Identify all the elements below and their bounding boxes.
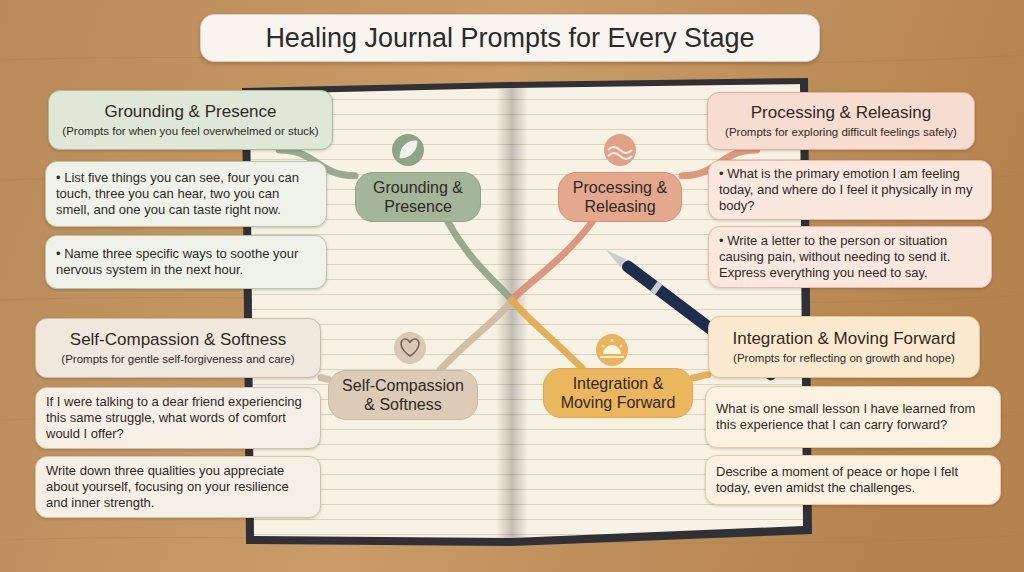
category-subtitle: (Prompts for exploring difficult feeling… — [714, 125, 968, 139]
sun-icon — [596, 334, 628, 366]
category-header-box: Grounding & Presence (Prompts for when yo… — [48, 90, 333, 150]
category-heading: Grounding & Presence — [55, 102, 326, 122]
prompt-text: Write down three qualities you appreciat… — [46, 463, 310, 511]
prompt-box: • Write a letter to the person or situat… — [708, 226, 992, 288]
ribbon-stubs — [440, 222, 592, 370]
prompt-text: • List five things you can see, four you… — [56, 170, 316, 218]
prompt-box: What is one small lesson I have learned … — [705, 386, 1001, 448]
category-header-box: Integration & Moving Forward (Prompts for… — [708, 316, 980, 378]
prompt-text: • Write a letter to the person or situat… — [719, 233, 981, 281]
ribbon-connector — [321, 378, 328, 379]
category-heading: Integration & Moving Forward — [715, 329, 973, 349]
prompt-text: • What is the primary emotion I am feeli… — [719, 166, 981, 214]
stage-label: Self-Compassion & Softness — [328, 370, 478, 420]
prompt-box: • List five things you can see, four you… — [45, 161, 327, 227]
prompt-text: Describe a moment of peace or hope I fel… — [716, 464, 990, 496]
category-header-box: Self-Compassion & Softness (Prompts for g… — [35, 318, 321, 378]
stage-label: Processing & Releasing — [558, 172, 682, 222]
stage-label: Grounding & Presence — [355, 172, 481, 222]
ribbon-connector — [693, 375, 708, 378]
heart-icon — [394, 332, 426, 364]
stage-name: Grounding & Presence — [362, 178, 474, 216]
prompt-text: If I were talking to a dear friend exper… — [46, 394, 310, 442]
category-subtitle: (Prompts for gentle self-forgiveness and… — [42, 352, 314, 366]
wave-icon — [604, 134, 636, 166]
category-subtitle: (Prompts for when you feel overwhelmed o… — [55, 124, 326, 138]
category-header-box: Processing & Releasing (Prompts for explo… — [707, 92, 975, 150]
category-heading: Processing & Releasing — [714, 103, 968, 123]
prompt-box: • What is the primary emotion I am feeli… — [708, 160, 992, 220]
stage-label: Integration & Moving Forward — [543, 368, 693, 418]
leaf-icon — [392, 134, 424, 166]
stage-name: Integration & Moving Forward — [550, 374, 686, 412]
title: Healing Journal Prompts for Every Stage — [200, 14, 820, 62]
prompt-box: Describe a moment of peace or hope I fel… — [705, 455, 1001, 505]
stage-name: Self-Compassion & Softness — [335, 376, 471, 414]
prompt-box: Write down three qualities you appreciat… — [35, 456, 321, 518]
prompt-box: • Name three specific ways to soothe you… — [45, 235, 327, 289]
prompt-box: If I were talking to a dear friend exper… — [35, 387, 321, 449]
prompt-text: What is one small lesson I have learned … — [716, 401, 990, 433]
category-heading: Self-Compassion & Softness — [42, 330, 314, 350]
category-subtitle: (Prompts for reflecting on growth and ho… — [715, 351, 973, 365]
wood-grain — [0, 55, 1024, 543]
prompt-text: • Name three specific ways to soothe you… — [56, 246, 316, 278]
stage-name: Processing & Releasing — [565, 178, 675, 216]
